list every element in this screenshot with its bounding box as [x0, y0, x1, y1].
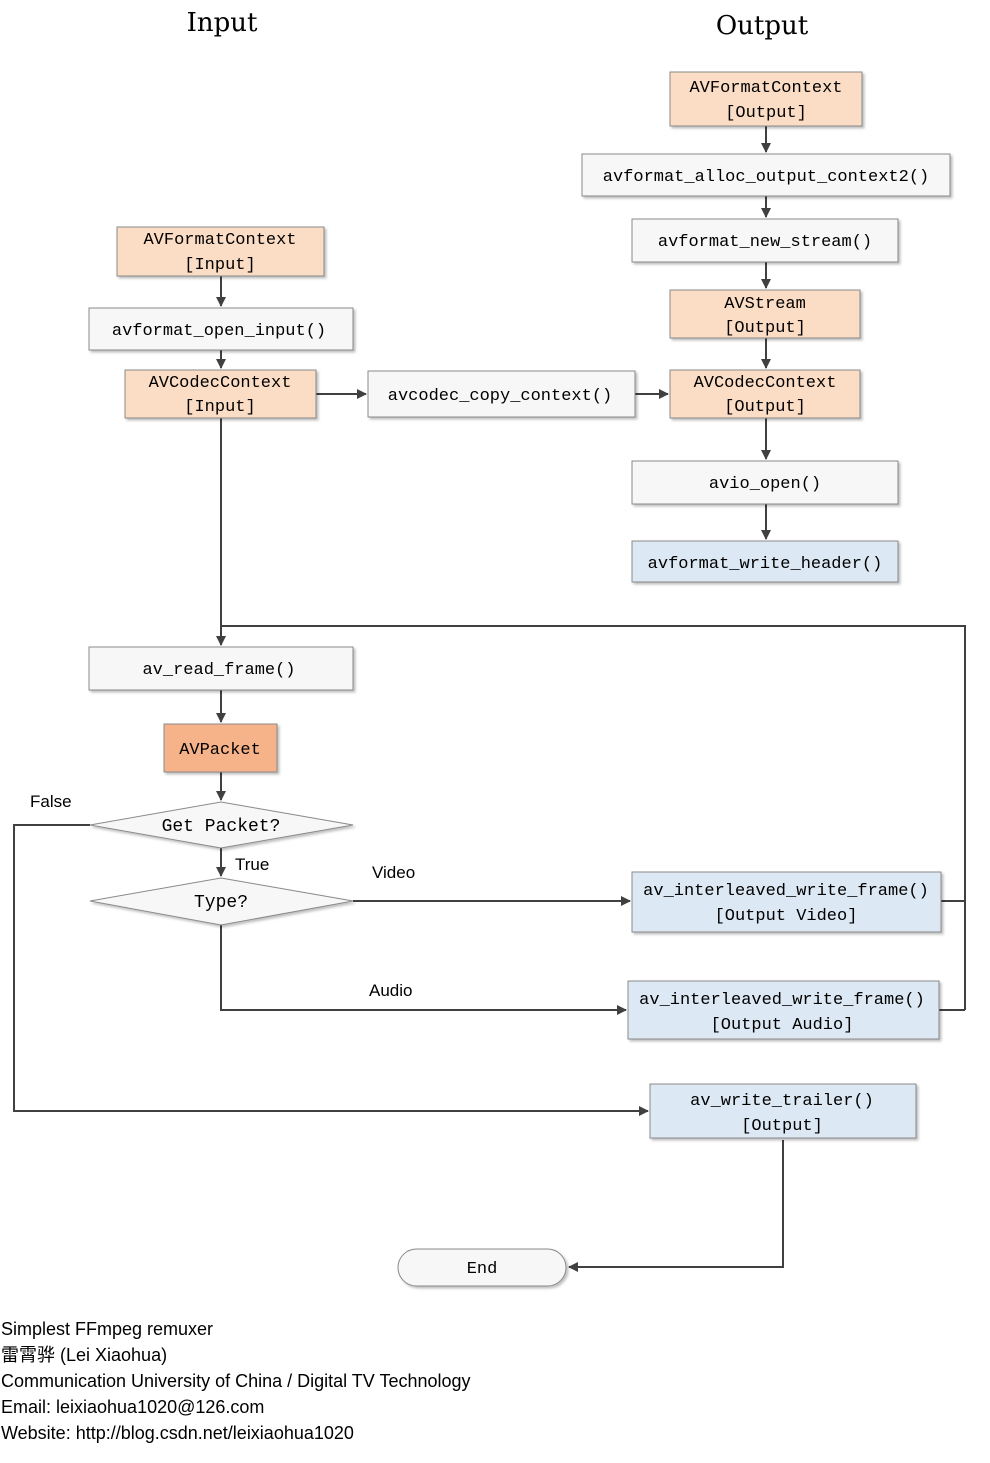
node-write-trailer: av_write_trailer() [Output] — [649, 1083, 917, 1139]
svg-text:AVFormatContext: AVFormatContext — [143, 231, 296, 250]
svg-text:[Output]: [Output] — [741, 1117, 823, 1136]
node-new-stream: avformat_new_stream() — [631, 218, 899, 263]
node-write-audio-frame: av_interleaved_write_frame() [Output Aud… — [627, 980, 940, 1040]
credits-block: Simplest FFmpeg remuxer 雷霄骅 (Lei Xiaohua… — [1, 1316, 471, 1446]
node-input-avcodeccontext: AVCodecContext [Input] — [124, 369, 317, 419]
svg-text:[Input]: [Input] — [184, 398, 255, 417]
svg-text:[Output]: [Output] — [725, 104, 807, 123]
svg-text:avcodec_copy_context(): avcodec_copy_context() — [388, 387, 612, 406]
svg-text:AVCodecContext: AVCodecContext — [694, 374, 837, 393]
node-output-avcodeccontext: AVCodecContext [Output] — [669, 369, 861, 419]
svg-text:avformat_alloc_output_context2: avformat_alloc_output_context2() — [603, 168, 929, 187]
output-header: Output — [716, 11, 809, 41]
credits-email: Email: leixiaohua1020@126.com — [1, 1397, 265, 1417]
node-write-header: avformat_write_header() — [631, 540, 899, 583]
connectors — [13, 126, 966, 1272]
svg-text:avformat_open_input(): avformat_open_input() — [112, 322, 326, 341]
credits-affiliation: Communication University of China / Digi… — [1, 1371, 471, 1391]
svg-text:AVPacket: AVPacket — [179, 741, 261, 760]
node-write-video-frame: av_interleaved_write_frame() [Output Vid… — [631, 871, 942, 933]
edge-get-false — [13, 824, 649, 1116]
node-read-frame: av_read_frame() — [88, 646, 354, 691]
edge-type-audio — [220, 925, 627, 1015]
node-open-input: avformat_open_input() — [88, 307, 354, 351]
node-alloc-output-context: avformat_alloc_output_context2() — [581, 153, 951, 197]
input-header: Input — [187, 8, 258, 38]
svg-text:av_write_trailer(): av_write_trailer() — [690, 1092, 874, 1111]
node-type-decision: Type? — [89, 877, 354, 926]
svg-text:avio_open(): avio_open() — [709, 475, 821, 494]
node-get-packet-decision: Get Packet? — [89, 801, 354, 849]
node-avpacket: AVPacket — [163, 723, 278, 773]
svg-text:Type?: Type? — [194, 893, 248, 913]
svg-text:[Input]: [Input] — [184, 256, 255, 275]
edge-label-video: Video — [372, 863, 415, 882]
node-avio-open: avio_open() — [631, 460, 899, 505]
svg-text:[Output Video]: [Output Video] — [715, 907, 858, 926]
node-copy-context: avcodec_copy_context() — [367, 370, 636, 418]
svg-text:avformat_new_stream(): avformat_new_stream() — [658, 233, 872, 252]
edge-label-false: False — [30, 792, 72, 811]
credits-website: Website: http://blog.csdn.net/leixiaohua… — [1, 1423, 354, 1443]
svg-text:[Output]: [Output] — [724, 319, 806, 338]
node-avstream: AVStream [Output] — [669, 289, 861, 339]
edge-loop-back — [221, 625, 966, 1010]
svg-text:[Output Audio]: [Output Audio] — [711, 1016, 854, 1035]
svg-text:avformat_write_header(): avformat_write_header() — [648, 555, 883, 574]
flowchart: Input Output AVFormatContext [Output] — [13, 8, 966, 1287]
svg-text:av_interleaved_write_frame(): av_interleaved_write_frame() — [639, 991, 925, 1010]
credits-title: Simplest FFmpeg remuxer — [1, 1319, 214, 1339]
svg-text:av_read_frame(): av_read_frame() — [142, 661, 295, 680]
node-input-avformatcontext: AVFormatContext [Input] — [116, 226, 325, 277]
svg-text:End: End — [467, 1260, 498, 1279]
svg-text:[Output]: [Output] — [724, 398, 806, 417]
node-end: End — [397, 1248, 567, 1287]
edge-trailer-end — [568, 1140, 784, 1272]
svg-text:AVFormatContext: AVFormatContext — [689, 79, 842, 98]
credits-author: 雷霄骅 (Lei Xiaohua) — [1, 1345, 168, 1365]
svg-text:AVStream: AVStream — [724, 295, 806, 314]
svg-text:AVCodecContext: AVCodecContext — [149, 374, 292, 393]
svg-text:av_interleaved_write_frame(): av_interleaved_write_frame() — [643, 882, 929, 901]
edge-label-true: True — [235, 855, 269, 874]
node-output-avformatcontext: AVFormatContext [Output] — [669, 71, 863, 127]
edge-label-audio: Audio — [369, 981, 412, 1000]
svg-text:Get Packet?: Get Packet? — [162, 817, 281, 837]
